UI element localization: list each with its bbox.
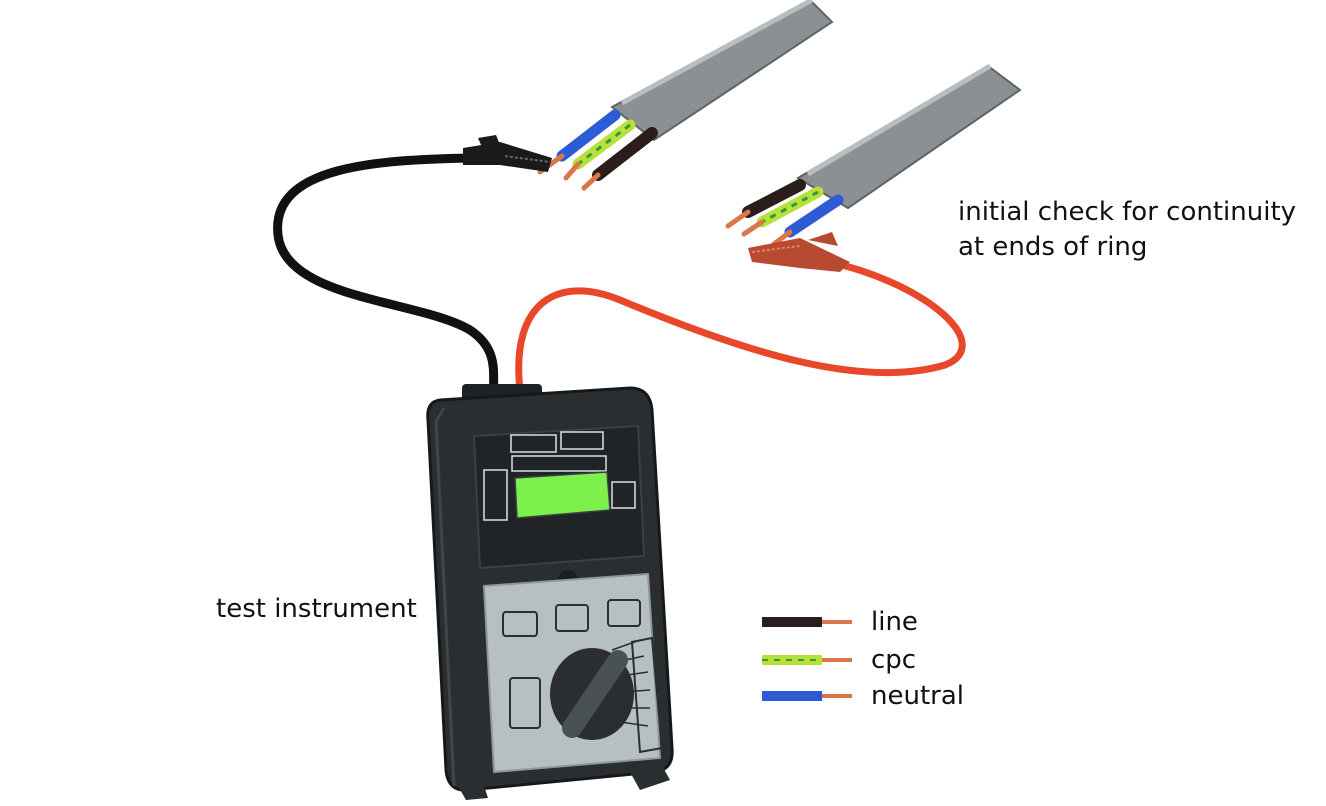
label-continuity-line1: initial check for continuity xyxy=(958,197,1297,227)
legend-label-cpc: cpc xyxy=(871,645,917,675)
label-test-instrument: test instrument xyxy=(216,594,417,624)
red-test-lead xyxy=(515,258,966,394)
legend-label-line: line xyxy=(871,607,918,637)
cable-end-1 xyxy=(537,0,834,191)
cable-end-2 xyxy=(725,63,1022,247)
test-instrument xyxy=(426,384,674,800)
black-croc-clip xyxy=(463,135,552,172)
label-continuity-check: initial check for continuity at ends of … xyxy=(958,195,1296,265)
legend-swatches xyxy=(762,617,852,701)
cable-1-sheath xyxy=(610,0,834,142)
lcd-screen xyxy=(514,471,611,519)
cable-2-sheath xyxy=(796,64,1022,210)
legend-label-neutral: neutral xyxy=(871,681,964,711)
black-test-lead xyxy=(273,153,499,395)
label-continuity-line2: at ends of ring xyxy=(958,232,1148,262)
red-croc-clip xyxy=(748,232,850,272)
